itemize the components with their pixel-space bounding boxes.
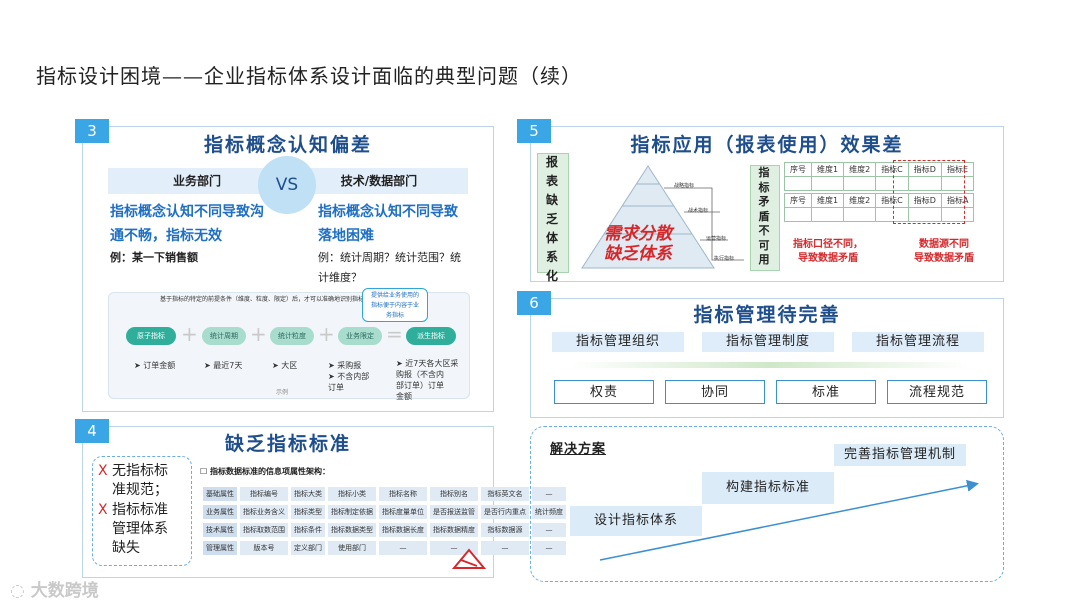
- checkbox-icon: ☐: [200, 467, 207, 476]
- note-source-diff: 数据源不同 导致数据矛盾: [894, 238, 994, 266]
- pyramid-tag-strategy: 战略指标: [674, 181, 694, 192]
- page-title: 指标设计困境——企业指标体系设计面临的典型问题（续）: [36, 60, 582, 89]
- bullet-last-7-days: ➤ 最近7天: [204, 360, 242, 371]
- table-row: 管理属性 版本号 定义部门 使用部门 — — — —: [203, 541, 566, 555]
- mgmt-organization: 指标管理组织: [552, 332, 684, 352]
- mgmt-collaboration: 协同: [665, 380, 765, 404]
- step-improve-mechanism: 完善指标管理机制: [834, 444, 966, 466]
- mgmt-system: 指标管理制度: [702, 332, 834, 352]
- business-issue: 指标概念认知不同导致沟 通不畅，指标无效: [110, 200, 270, 248]
- pyramid-text: 需求分散 缺乏体系: [604, 224, 672, 264]
- diagram-top-note: 基于指标的特定的前提条件（维度、粒度、限定）后，才可以准确地识别指标: [160, 294, 364, 305]
- pyramid-tag-exec: 执行指标: [714, 254, 734, 265]
- pill-derived-metric: 派生指标: [406, 327, 456, 345]
- issue-no-management: X 指标标准 管理体系 缺失: [98, 501, 168, 558]
- watermark: ◌ 大数跨境: [10, 576, 99, 601]
- bullet-order-amount: ➤ 订单金额: [134, 360, 175, 371]
- left-vertical-label: 报 表 缺 乏 体 系 化: [541, 153, 563, 286]
- table-row: 基础属性 指标编号 指标大类 指标小类 指标名称 指标别名 指标英文名 —: [203, 487, 566, 501]
- plus-icon: +: [181, 322, 198, 346]
- business-example: 例：某一下销售额: [110, 248, 198, 268]
- highlight-dashed-box: [893, 160, 965, 224]
- mgmt-standard: 标准: [776, 380, 876, 404]
- standard-attribute-table: 基础属性 指标编号 指标大类 指标小类 指标名称 指标别名 指标英文名 — 业务…: [200, 483, 569, 559]
- mgmt-process: 指标管理流程: [852, 332, 984, 352]
- tech-issue: 指标概念认知不同导致 落地困难: [318, 200, 478, 248]
- plus-icon: +: [250, 322, 267, 346]
- pyramid-tag-ops: 运营指标: [706, 234, 726, 245]
- bullet-region: ➤ 大区: [272, 360, 297, 371]
- logo-icon: ◌: [10, 581, 25, 601]
- pyramid-tag-tactics: 战术指标: [688, 206, 708, 217]
- mid-vertical-label: 指 标 矛 盾 不 可 用: [753, 166, 775, 268]
- glow-divider: [570, 362, 970, 368]
- bullet-filter: ➤ 采购报 ➤ 不含内部订单: [328, 360, 370, 393]
- warning-triangle-icon: [452, 548, 486, 570]
- table-row: 业务属性 指标业务含义 指标类型 指标制定依据 指标度量单位 是否报送监管 是否…: [203, 505, 566, 519]
- diagram-callout: 提供给业务使用的 指标便于内容于业 务指标: [362, 288, 428, 322]
- pill-stat-grain: 统计粒度: [270, 327, 314, 345]
- equals-icon: =: [386, 322, 403, 346]
- table-row: 技术属性 指标取数范围 指标条件 指标数据类型 指标数据长度 指标数据精度 指标…: [203, 523, 566, 537]
- pill-stat-period: 统计周期: [202, 327, 246, 345]
- diagram-footer: 示例: [276, 387, 288, 398]
- pill-atomic-metric: 原子指标: [126, 327, 176, 345]
- mgmt-responsibility: 权责: [554, 380, 654, 404]
- note-caliber-diff: 指标口径不同， 导致数据矛盾: [780, 238, 876, 266]
- mgmt-process-norm: 流程规范: [887, 380, 987, 404]
- solution-title: 解决方案: [550, 438, 606, 457]
- panel4-title: 缺乏指标标准: [82, 429, 494, 456]
- panel5-title: 指标应用（报表使用）效果差: [530, 130, 1004, 157]
- bullet-derived: ➤ 近7天各大区采 购报（不含内 部订单）订单 金额: [396, 358, 460, 402]
- table-caption: ☐ 指标数据标准的信息项属性架构：: [200, 466, 330, 477]
- issue-no-standard: X 无指标标 准规范；: [98, 462, 168, 500]
- panel3-title: 指标概念认知偏差: [82, 130, 494, 157]
- panel6-title: 指标管理待完善: [530, 300, 1004, 327]
- plus-icon: +: [318, 322, 335, 346]
- dept-tech: 技术/数据部门: [290, 168, 468, 194]
- pill-business-filter: 业务限定: [338, 327, 382, 345]
- tech-example: 例：统计周期？统计范围？统 计维度？: [318, 248, 478, 288]
- progress-arrow: [580, 478, 990, 564]
